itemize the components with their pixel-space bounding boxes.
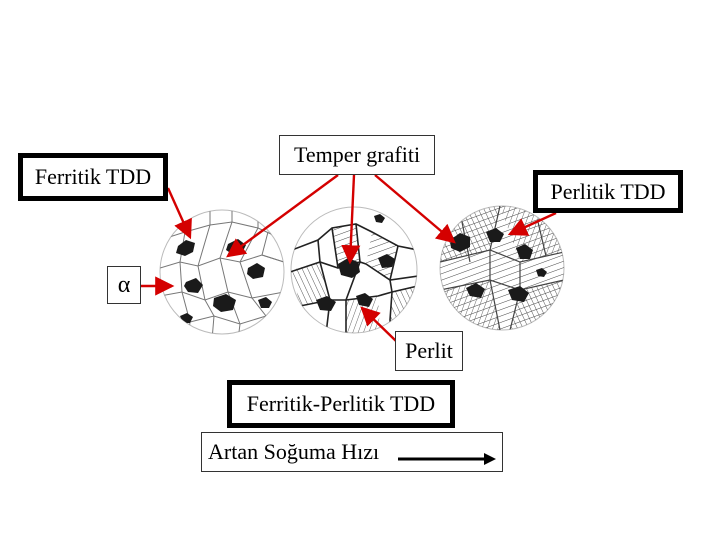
arrow-temper-to-ferritic xyxy=(226,174,339,258)
perlitik-tdd-label: Perlitik TDD xyxy=(533,170,683,213)
ferritik-tdd-label: Ferritik TDD xyxy=(18,153,168,201)
pointer-arrows xyxy=(141,174,557,342)
arrow-temper-to-ferritic-pearlitic xyxy=(341,174,361,265)
alpha-label: α xyxy=(107,266,141,304)
ferritik-perlitik-tdd-label: Ferritik-Perlitik TDD xyxy=(227,380,455,428)
arrow-temper-to-pearlitic xyxy=(374,174,456,244)
arrow-perlitik-tdd xyxy=(507,211,557,236)
perlit-label: Perlit xyxy=(395,331,463,371)
ferritic-pearlitic-micrograph xyxy=(290,206,418,334)
arrow-ferritik-tdd xyxy=(166,187,192,240)
temper-grafiti-label: Temper grafiti xyxy=(279,135,435,175)
artan-soguma-hizi-label: Artan Soğuma Hızı xyxy=(208,439,380,464)
right-arrow-icon xyxy=(398,453,496,465)
pearlitic-micrograph xyxy=(439,205,565,331)
artan-soguma-hizi-box: Artan Soğuma Hızı xyxy=(201,432,503,472)
arrow-perlit xyxy=(360,306,397,342)
